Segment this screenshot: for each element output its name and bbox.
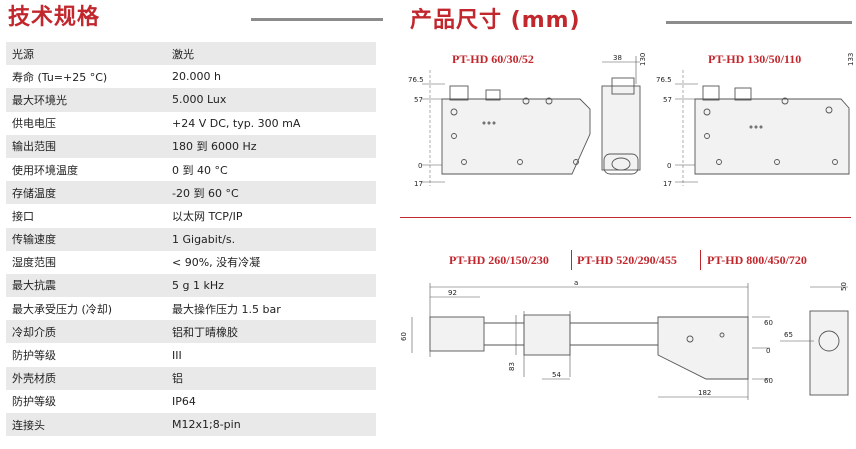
dimensions-title-rule [666, 21, 852, 24]
dim-h-zero: 0 [418, 162, 422, 170]
spec-key: 输出范围 [6, 134, 166, 158]
dim-54: 54 [552, 371, 561, 379]
spec-value: 以太网 TCP/IP [172, 209, 243, 223]
dim-h-bot: 17 [663, 180, 672, 188]
drawing-1-label: PT-HD 60/30/52 [452, 52, 534, 66]
spec-value: 0 到 40 °C [172, 163, 228, 177]
dim-182: 182 [698, 389, 711, 397]
spec-key: 外壳材质 [6, 366, 166, 390]
dim-60-top: 60 [764, 319, 773, 327]
spec-row: 使用环境温度 0 到 40 °C [6, 158, 376, 181]
spec-key: 寿命 (Tu=+25 °C) [12, 70, 108, 84]
spec-row: 外壳材质铝 [6, 366, 376, 390]
label-separator [700, 250, 701, 270]
drawing-1-side-view: 76.5 57 0 17 38 130 [408, 53, 647, 188]
spec-value: 180 到 6000 Hz [166, 134, 376, 158]
spec-key: 传输速度 [6, 227, 166, 251]
spec-value: +24 V DC, typ. 300 mA [172, 116, 301, 130]
spec-value: 铝和丁晴橡胶 [166, 320, 376, 344]
spec-key: 连接头 [6, 413, 166, 437]
spec-title-rule [251, 18, 383, 21]
spec-key: 存储温度 [6, 181, 166, 205]
drawing-2-label: PT-HD 130/50/110 [708, 52, 802, 66]
spec-key: 使用环境温度 [12, 163, 78, 177]
spec-value: 最大操作压力 1.5 bar [172, 302, 281, 316]
spec-row: 最大承受压力 (冷却) 最大操作压力 1.5 bar [6, 297, 376, 320]
dim-h-top: 76.5 [656, 76, 672, 84]
dim-width: 38 [613, 54, 622, 62]
spec-row: 防护等级 IP64 [6, 390, 376, 413]
spec-value: 激光 [166, 42, 376, 66]
dimensions-section-title: 产品尺寸 (mm) [410, 8, 581, 33]
spec-row: 接口 以太网 TCP/IP [6, 204, 376, 227]
spec-row: 防护等级 III [6, 343, 376, 366]
spec-key: 供电电压 [12, 117, 56, 131]
dim-h-bot: 17 [414, 180, 423, 188]
dim-height: 133 [847, 53, 855, 66]
drawing-3-pair-view: a 92 60 83 54 60 0 60 182 65 50 [400, 279, 849, 400]
spec-value: IP64 [172, 394, 196, 408]
drawing-3-label-2: PT-HD 520/290/455 [577, 253, 677, 267]
spec-value: 5 g 1 kHz [166, 273, 376, 298]
spec-row: 光源激光 [6, 42, 376, 66]
spec-key: 冷却介质 [6, 320, 166, 344]
dim-0: 0 [766, 347, 770, 355]
dim-a: a [574, 279, 578, 287]
drawing-3-label-1: PT-HD 260/150/230 [449, 253, 549, 267]
dim-h-top: 76.5 [408, 76, 424, 84]
drawing-3-label-3: PT-HD 800/450/720 [707, 253, 807, 267]
dim-92: 92 [448, 289, 457, 297]
dim-83: 83 [508, 362, 516, 371]
dim-h-mid: 57 [414, 96, 423, 104]
spec-key: 防护等级 [12, 349, 56, 363]
spec-key: 湿度范围 [12, 256, 56, 270]
spec-value: M12x1;8-pin [166, 413, 376, 437]
dim-50: 50 [840, 282, 848, 291]
spec-row: 冷却介质铝和丁晴橡胶 [6, 320, 376, 344]
spec-row: 寿命 (Tu=+25 °C) 20.000 h [6, 65, 376, 88]
spec-value: -20 到 60 °C [166, 181, 376, 205]
label-separator [571, 250, 572, 270]
spec-value: 20.000 h [172, 70, 221, 84]
drawing-2-side-view: 76.5 57 0 17 133 [656, 53, 855, 188]
spec-value: < 90%, 没有冷凝 [172, 256, 261, 270]
spec-row: 存储温度-20 到 60 °C [6, 181, 376, 205]
dim-60-left: 60 [400, 332, 408, 341]
spec-value: 5.000 Lux [166, 88, 376, 112]
spec-key: 防护等级 [12, 395, 56, 409]
spec-key: 最大承受压力 (冷却) [12, 302, 113, 316]
spec-value: 1 Gigabit/s. [166, 227, 376, 251]
dim-height: 130 [639, 53, 647, 66]
spec-row: 供电电压 +24 V DC, typ. 300 mA [6, 112, 376, 135]
dim-60-bot: 60 [764, 377, 773, 385]
spec-key: 最大抗震 [6, 273, 166, 298]
section-divider [400, 217, 851, 218]
spec-key: 最大环境光 [6, 88, 166, 112]
spec-key: 光源 [6, 42, 166, 66]
spec-row: 湿度范围 < 90%, 没有冷凝 [6, 251, 376, 274]
dim-h-zero: 0 [667, 162, 671, 170]
dim-65: 65 [784, 331, 793, 339]
dim-h-mid: 57 [663, 96, 672, 104]
spec-value: 铝 [166, 366, 376, 390]
spec-value: III [172, 348, 182, 362]
spec-key: 接口 [12, 209, 34, 223]
spec-section-title: 技术规格 [8, 5, 101, 30]
